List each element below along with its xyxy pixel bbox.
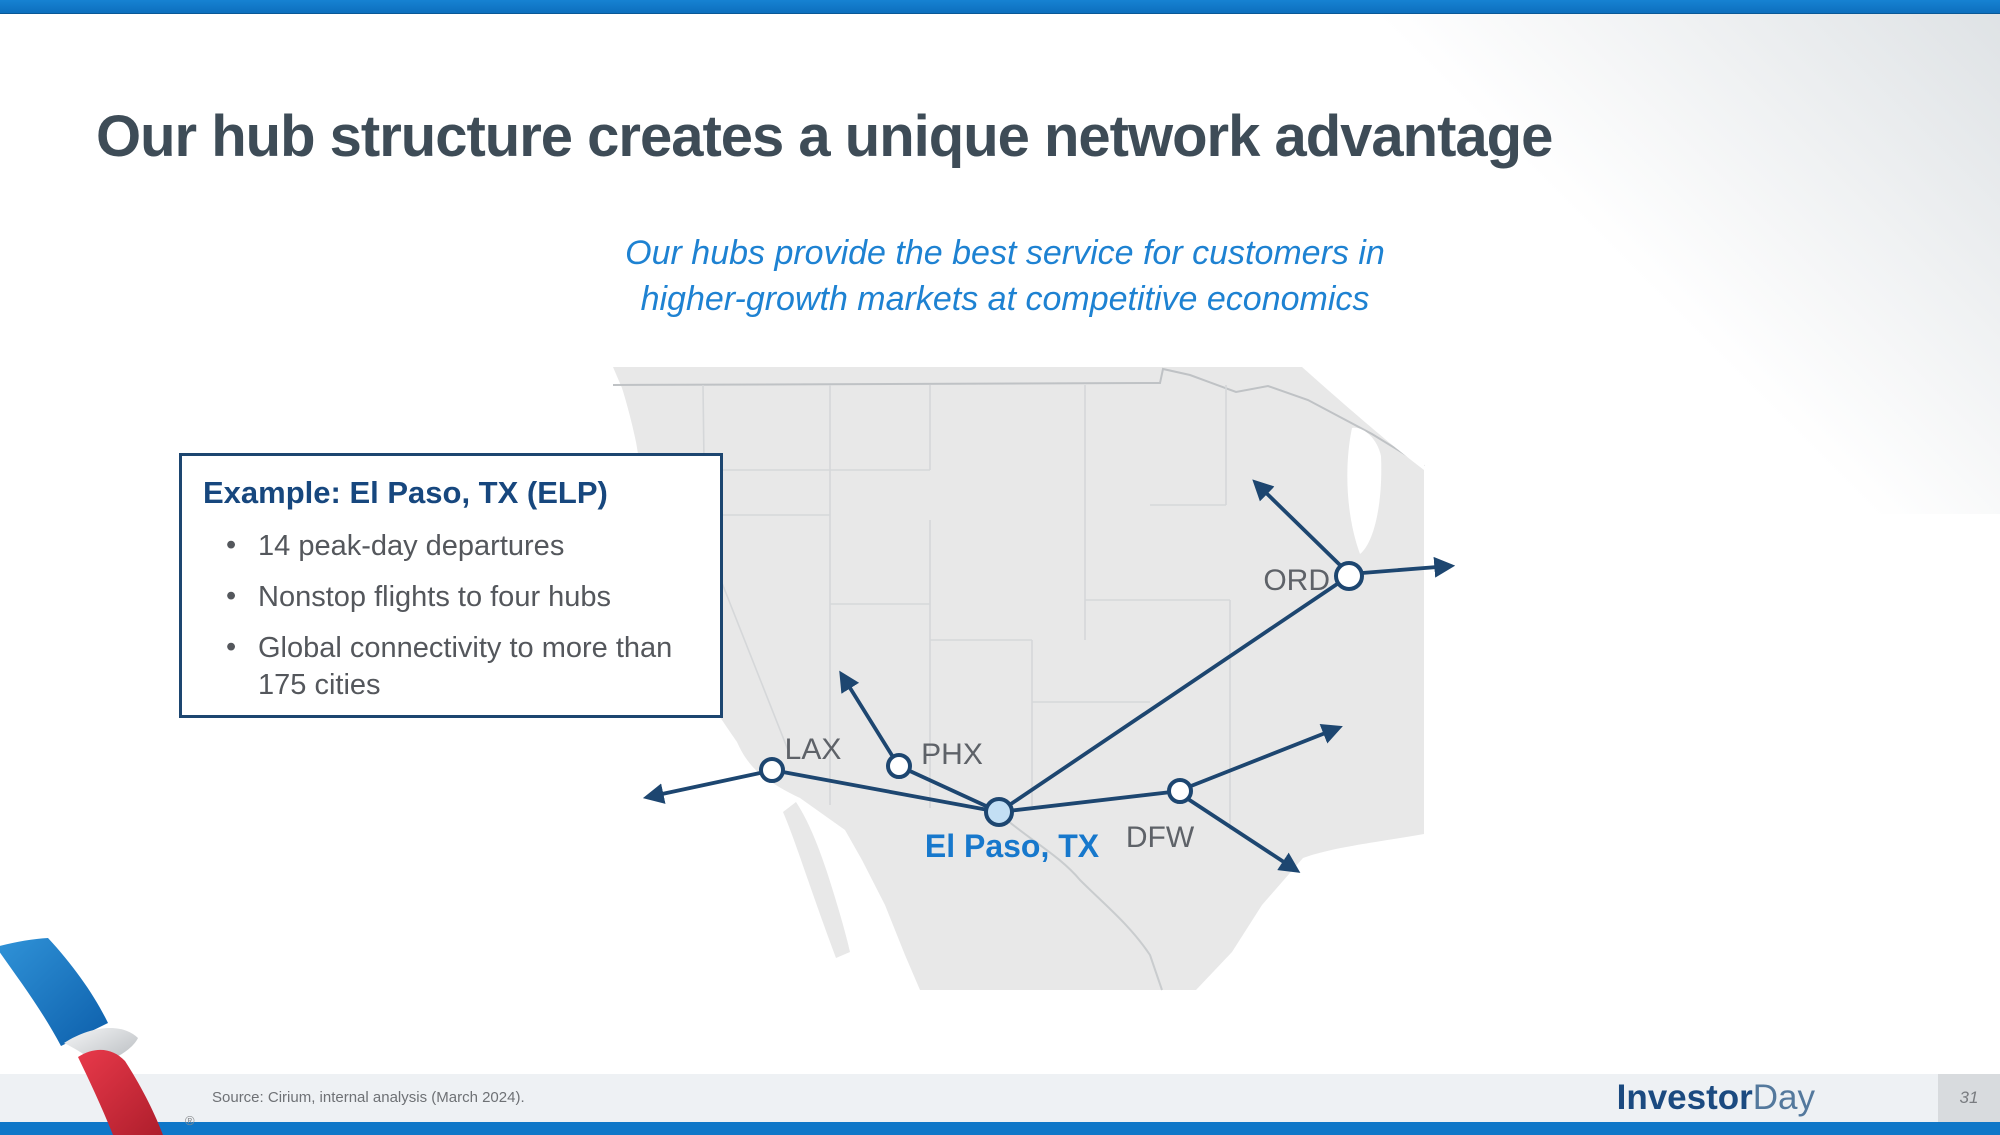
example-bullet-departures: 14 peak-day departures <box>216 527 680 565</box>
example-title: Example: El Paso, TX (ELP) <box>203 475 608 510</box>
route-elp-dfw <box>997 789 1182 814</box>
canada-border-line <box>612 367 1425 467</box>
label-ord: ORD <box>1263 564 1330 597</box>
example-callout-box: Example: El Paso, TX (ELP) 14 peak-day d… <box>179 453 723 718</box>
label-phx: PHX <box>921 738 983 771</box>
us-map-land <box>612 367 1425 991</box>
rio-grande-border <box>1001 815 1163 991</box>
subtitle-line-1: Our hubs provide the best service for cu… <box>625 234 1385 272</box>
page-number: 31 <box>1959 1088 1979 1107</box>
example-bullet-list: 14 peak-day departures Nonstop flights t… <box>182 527 720 704</box>
arrow-beyond-lax <box>642 771 762 804</box>
logo-silver-body <box>64 1027 138 1066</box>
corner-gradient <box>1360 14 2000 514</box>
investor-day-logo-investor: Investor <box>1616 1078 1753 1117</box>
page-number-box: 31 <box>1938 1074 2000 1122</box>
label-lax: LAX <box>785 733 842 766</box>
node-dfw <box>1167 778 1193 804</box>
investor-day-logo-day: Day <box>1752 1078 1815 1117</box>
route-elp-lax <box>770 768 1001 814</box>
lake-superior <box>1302 367 1424 470</box>
logo-blue-wing <box>0 938 108 1046</box>
node-phx <box>886 753 912 779</box>
arrow-beyond-ord-northwest <box>1252 479 1344 569</box>
label-dfw: DFW <box>1126 821 1195 854</box>
arrow-beyond-ord-east <box>1360 556 1456 578</box>
route-elp-ord <box>997 574 1351 814</box>
subtitle-line-2: higher-growth markets at competitive eco… <box>640 280 1370 318</box>
node-ord <box>1334 561 1364 591</box>
route-elp-phx <box>897 764 1001 814</box>
registered-trademark: ® <box>185 1113 195 1128</box>
baja-peninsula <box>783 802 850 958</box>
source-note: Source: Cirium, internal analysis (March… <box>212 1089 525 1106</box>
slide-subtitle: Our hubs provide the best service for cu… <box>500 230 1510 322</box>
logo-red-wing <box>78 1049 163 1135</box>
node-lax <box>759 757 785 783</box>
top-accent-bar <box>0 0 2000 14</box>
lake-michigan <box>1347 427 1382 554</box>
node-el-paso <box>984 797 1014 827</box>
example-bullet-global-connectivity: Global connectivity to more than 175 cit… <box>216 629 680 704</box>
page-title: Our hub structure creates a unique netwo… <box>96 103 1553 169</box>
investor-day-logo: InvestorDay <box>1617 1074 1815 1122</box>
airport-nodes <box>759 561 1364 827</box>
footer-bar: Source: Cirium, internal analysis (March… <box>0 1074 2000 1122</box>
example-bullet-nonstop-hubs: Nonstop flights to four hubs <box>216 578 680 616</box>
arrow-beyond-phx <box>839 670 895 759</box>
arrow-beyond-dfw-northeast <box>1189 724 1343 788</box>
american-airlines-logo <box>0 938 163 1135</box>
label-el-paso: El Paso, TX <box>925 828 1100 864</box>
bottom-accent-bar <box>0 1122 2000 1135</box>
arrow-beyond-dfw-southeast <box>1186 797 1301 873</box>
route-network <box>642 479 1456 873</box>
